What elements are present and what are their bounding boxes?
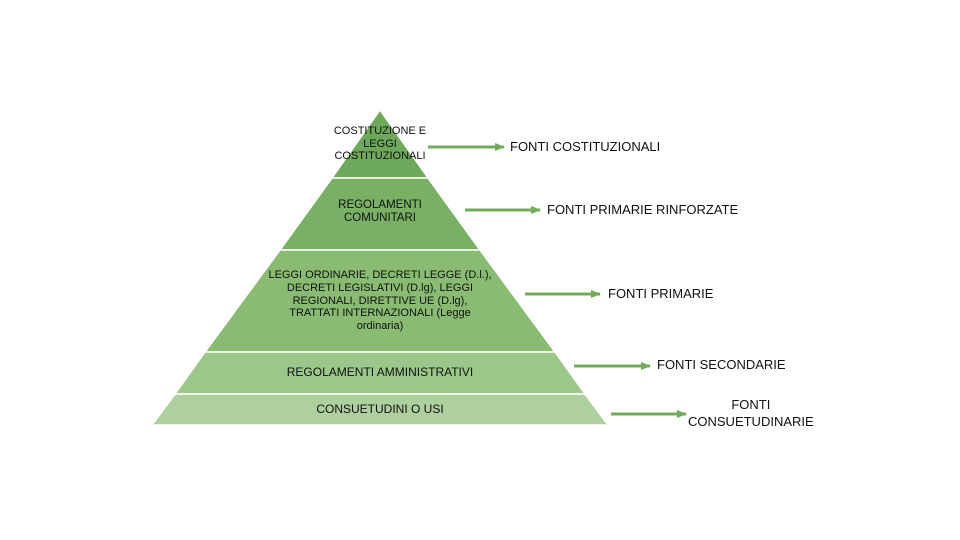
tier-3-text: LEGGI ORDINARIE, DECRETI LEGGE (D.l.), D… [268,269,492,332]
pyramid-tier-5 [150,393,610,426]
tier-5-text: CONSUETUDINI O USI [316,402,444,417]
category-label-4: FONTI SECONDARIE [657,357,786,372]
tier-4-text: REGOLAMENTI AMMINISTRATIVI [286,365,474,380]
tier-1-text: COSTITUZIONE E LEGGI COSTITUZIONALI [333,125,427,163]
category-label-5: FONTI CONSUETUDINARIE [688,397,814,429]
category-label-3: FONTI PRIMARIE [608,286,714,301]
category-label-2: FONTI PRIMARIE RINFORZATE [547,202,739,217]
category-label-1: FONTI COSTITUZIONALI [510,139,661,154]
tier-2-text: REGOLAMENTI COMUNITARI [338,198,422,224]
